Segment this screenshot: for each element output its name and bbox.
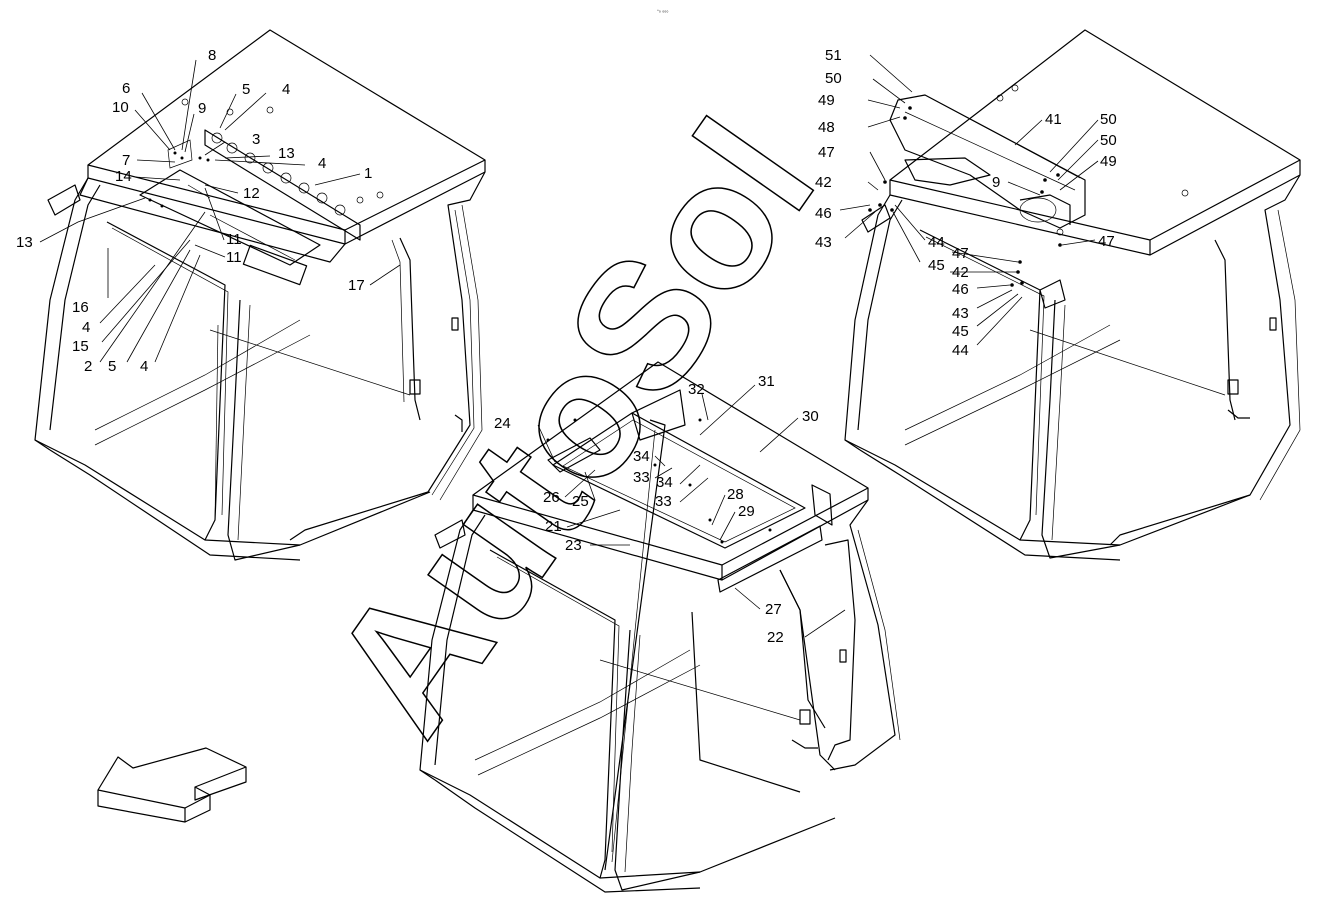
callout-34: 34	[656, 474, 673, 491]
callout-24: 24	[494, 415, 511, 432]
callout-1: 1	[364, 165, 372, 182]
callout-50: 50	[825, 70, 842, 87]
watermark: AutoSol	[292, 86, 854, 768]
callout-15: 15	[72, 338, 89, 355]
callout-4: 4	[318, 155, 326, 172]
callout-47: 47	[952, 245, 969, 262]
callout-32: 32	[688, 381, 705, 398]
callout-23: 23	[565, 537, 582, 554]
callout-9: 9	[992, 174, 1000, 191]
callout-3: 3	[252, 131, 260, 148]
callout-2: 2	[84, 358, 92, 375]
callout-25: 25	[572, 493, 589, 510]
callout-47: 47	[818, 144, 835, 161]
callout-49: 49	[818, 92, 835, 109]
callout-4: 4	[282, 81, 290, 98]
callout-10: 10	[112, 99, 129, 116]
callout-30: 30	[802, 408, 819, 425]
callout-47: 47	[1098, 233, 1115, 250]
callout-13: 13	[16, 234, 33, 251]
callout-9: 9	[198, 100, 206, 117]
callout-4: 4	[140, 358, 148, 375]
callout-43: 43	[952, 305, 969, 322]
callout-33: 33	[633, 469, 650, 486]
callout-17: 17	[348, 277, 365, 294]
callout-21: 21	[545, 518, 562, 535]
callout-16: 16	[72, 299, 89, 316]
drawing-code: ▫₀ ₀₀₀	[657, 8, 668, 14]
callout-5: 5	[108, 358, 116, 375]
callout-34: 34	[633, 448, 650, 465]
callout-50: 50	[1100, 132, 1117, 149]
callout-33: 33	[655, 493, 672, 510]
callout-4: 4	[82, 319, 90, 336]
callout-28: 28	[727, 486, 744, 503]
callout-43: 43	[815, 234, 832, 251]
callout-26: 26	[543, 489, 560, 506]
front-direction-arrow-icon	[97, 747, 247, 823]
callout-44: 44	[952, 342, 969, 359]
callout-8: 8	[208, 47, 216, 64]
callout-11: 11	[226, 249, 242, 266]
watermark-text: AutoSol	[292, 87, 852, 767]
callout-45: 45	[928, 257, 945, 274]
callout-14: 14	[115, 168, 132, 185]
callout-50: 50	[1100, 111, 1117, 128]
callout-45: 45	[952, 323, 969, 340]
cab-view-right: 51 50 49 41 50 48 50 47 49 42 9 46 44 43…	[815, 29, 1301, 561]
callout-5: 5	[242, 81, 250, 98]
callout-41: 41	[1045, 111, 1062, 128]
callout-46: 46	[952, 281, 969, 298]
callout-49: 49	[1100, 153, 1117, 170]
callout-42: 42	[815, 174, 832, 191]
callout-42: 42	[952, 264, 969, 281]
callout-48: 48	[818, 119, 835, 136]
callout-51: 51	[825, 47, 842, 64]
callout-6: 6	[122, 80, 130, 97]
callout-7: 7	[122, 152, 130, 169]
callout-22: 22	[767, 629, 784, 646]
callout-44: 44	[928, 234, 945, 251]
cab-view-left: 8 6 5 4 10 9 3 13 7 4 1 14 12 13 11 11 1…	[16, 29, 486, 561]
callout-11: 11	[226, 231, 242, 248]
callout-12: 12	[243, 185, 260, 202]
callout-31: 31	[758, 373, 775, 390]
callout-13: 13	[278, 145, 295, 162]
callout-29: 29	[738, 503, 755, 520]
callout-27: 27	[765, 601, 782, 618]
cab-view-center: 32 31 30 24 34 33 34 26 25 33 28 21 29 2…	[419, 361, 901, 893]
callout-46: 46	[815, 205, 832, 222]
